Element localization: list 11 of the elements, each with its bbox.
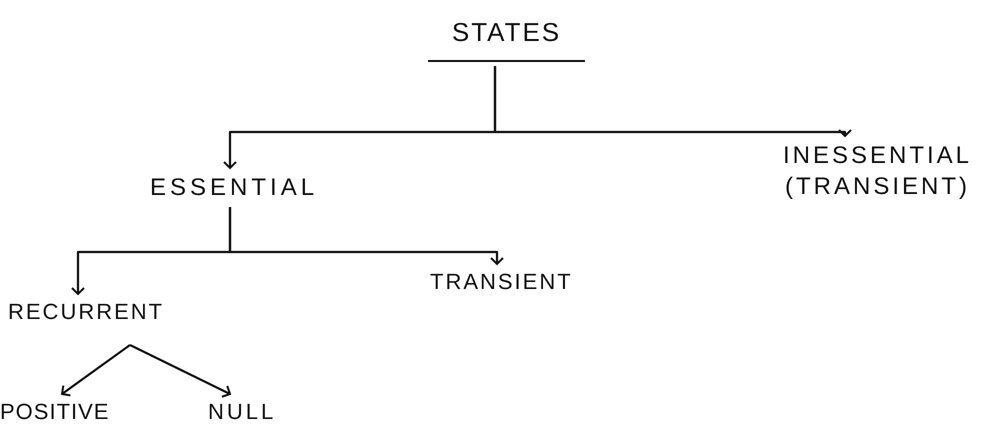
arrow <box>130 344 231 398</box>
node-label: ESSENTIAL <box>150 172 318 204</box>
arrow <box>228 207 504 265</box>
arrow <box>61 344 131 396</box>
arrow <box>494 66 852 137</box>
node-label: POSITIVE <box>0 398 110 427</box>
node-label: NULL <box>208 398 276 427</box>
node-label: STATES <box>428 16 585 62</box>
node-label: INESSENTIAL (TRANSIENT) <box>760 140 995 202</box>
node-label: RECURRENT <box>8 298 164 327</box>
node-label: TRANSIENT <box>430 268 573 297</box>
